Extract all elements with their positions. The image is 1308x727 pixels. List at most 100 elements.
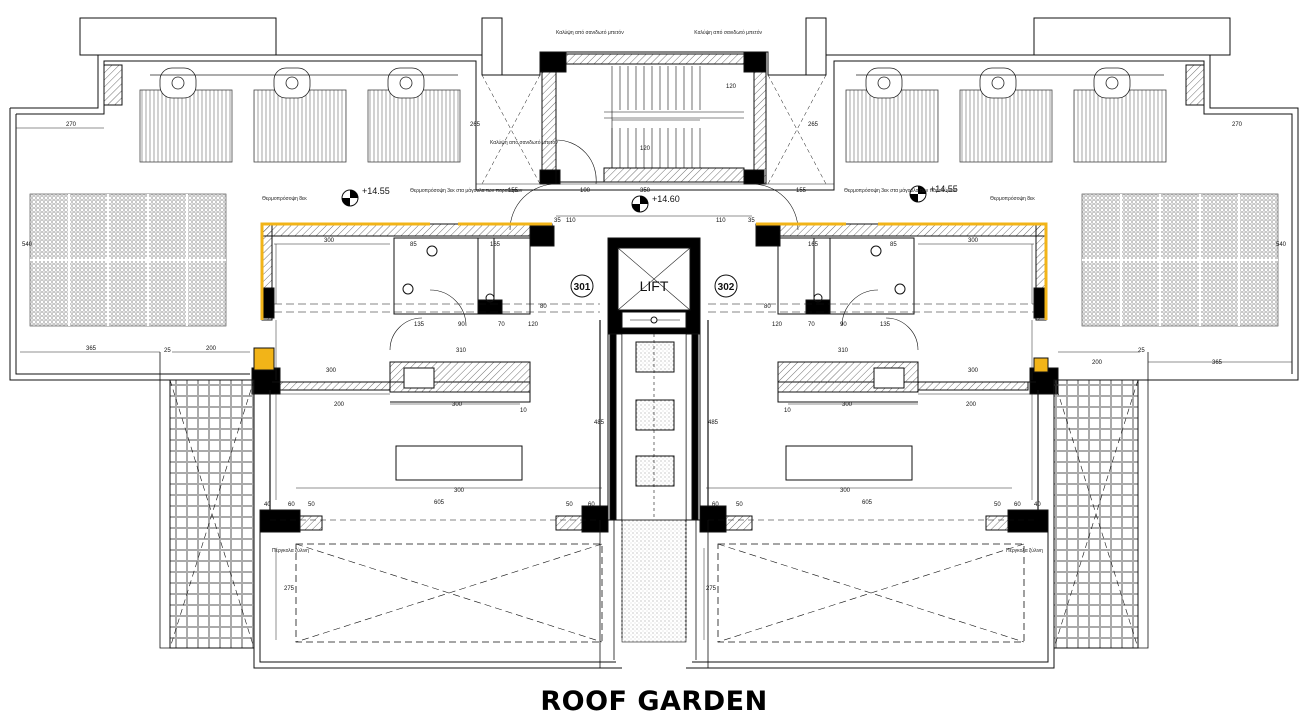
note-pergola-right: Πέργκολα ξύλινη xyxy=(1006,547,1043,554)
note-insulation-left: Θερμοπρόσοψη 8εκ xyxy=(262,195,307,202)
dim-label: 50 xyxy=(994,502,1001,508)
dim-label: 85 xyxy=(890,242,897,248)
dim-label: 275 xyxy=(706,586,717,592)
dim-label: 300 xyxy=(326,368,337,374)
dim-label: 300 xyxy=(968,238,979,244)
floor-plan: +14.55 +14.60 +14.55 301 302 LIFT Καλύψη… xyxy=(9,17,1299,669)
dim-label: 300 xyxy=(842,402,853,408)
pv-panels xyxy=(29,193,1279,327)
dim-label: 300 xyxy=(324,238,335,244)
dim-label: 100 xyxy=(580,188,591,194)
dim-label: 10 xyxy=(520,408,527,414)
note-pergola-left: Πέργκολα ξύλινη xyxy=(272,547,309,554)
solar-collectors-left xyxy=(139,89,1167,163)
dim-label: 300 xyxy=(840,488,851,494)
corner-box xyxy=(1185,64,1205,106)
room-301-tag: 301 xyxy=(570,274,594,298)
dim-label: 135 xyxy=(880,322,891,328)
dim-label: 35 xyxy=(748,218,755,224)
dim-label: 90 xyxy=(840,322,847,328)
dim-label: 50 xyxy=(308,502,315,508)
note-insulation-right: Θερμοπρόσοψη 8εκ xyxy=(990,195,1035,202)
staircase xyxy=(481,51,827,231)
dim-label: 300 xyxy=(452,402,463,408)
lower-terraces xyxy=(159,347,1149,669)
elevation-left-label: +14.55 xyxy=(362,186,390,196)
dim-label: 365 xyxy=(1212,360,1223,366)
room-301-label: 301 xyxy=(574,282,591,293)
dim-label: 165 xyxy=(490,242,501,248)
dim-label: 35 xyxy=(554,218,561,224)
note-insulation-mid-left: Θερμοπρόσοψη 3εκ στα μάγουλα των παραθύρ… xyxy=(410,187,523,194)
dimension-lines xyxy=(16,127,1292,640)
dim-label: 60 xyxy=(588,502,595,508)
dim-label: 85 xyxy=(410,242,417,248)
central-shaft xyxy=(599,333,709,668)
dim-label: 485 xyxy=(708,420,719,426)
dim-label: 200 xyxy=(1092,360,1103,366)
dim-label: 310 xyxy=(838,348,849,354)
corner-box xyxy=(103,64,123,106)
elevation-marker-center: +14.60 xyxy=(631,194,680,213)
dim-label: 155 xyxy=(508,188,519,194)
dim-label: 270 xyxy=(66,122,77,128)
dim-label: 80 xyxy=(764,304,771,310)
dim-label: 300 xyxy=(968,368,979,374)
dim-label: 60 xyxy=(288,502,295,508)
dim-label: 200 xyxy=(966,402,977,408)
elevation-center-label: +14.60 xyxy=(652,194,680,204)
dim-label: 485 xyxy=(594,420,605,426)
dim-label: 110 xyxy=(716,218,726,224)
elevation-marker-left: +14.55 xyxy=(341,186,390,207)
room-302-tag: 302 xyxy=(714,274,738,298)
dim-label: 310 xyxy=(456,348,467,354)
dim-label: 110 xyxy=(566,218,576,224)
elevation-right-label: +14.55 xyxy=(930,184,958,194)
dim-label: 120 xyxy=(640,146,651,152)
note-staircase-right: Καλύψη από σανιδωτό μπετόν xyxy=(694,29,762,36)
dim-label: 540 xyxy=(1276,242,1287,248)
note-staircase-left: Καλύψη από σανιδωτό μπετόν xyxy=(556,29,624,36)
apartment-301 xyxy=(251,222,609,533)
dim-label: 40 xyxy=(1034,502,1041,508)
lift-core xyxy=(607,237,701,335)
dim-label: 275 xyxy=(284,586,295,592)
dim-label: 200 xyxy=(206,346,217,352)
dim-label: 70 xyxy=(808,322,815,328)
dim-label: 25 xyxy=(164,348,171,354)
dim-label: 300 xyxy=(454,488,465,494)
note-staircase-inner: Καλύψη από σανιδωτό μπετόν xyxy=(490,139,558,146)
dim-label: 40 xyxy=(264,502,271,508)
dim-label: 120 xyxy=(726,84,737,90)
dim-label: 265 xyxy=(470,122,481,128)
dim-label: 155 xyxy=(796,188,807,194)
dim-label: 90 xyxy=(458,322,465,328)
lift-label: LIFT xyxy=(640,278,669,294)
dim-label: 165 xyxy=(808,242,819,248)
dim-label: 120 xyxy=(772,322,783,328)
dimension-labels: 270 270 265 265 540 540 365 200 200 365 … xyxy=(22,84,1287,592)
dim-label: 540 xyxy=(22,242,33,248)
dim-label: 120 xyxy=(528,322,539,328)
dim-label: 10 xyxy=(784,408,791,414)
drawing-title: ROOF GARDEN xyxy=(540,686,768,717)
dim-label: 200 xyxy=(334,402,345,408)
elevation-marker-right: +14.55 xyxy=(909,184,958,203)
water-tanks xyxy=(150,67,1164,99)
dim-label: 80 xyxy=(540,304,547,310)
dim-label: 25 xyxy=(1138,348,1145,354)
room-302-label: 302 xyxy=(718,282,735,293)
dim-label: 135 xyxy=(414,322,425,328)
dim-label: 60 xyxy=(1014,502,1021,508)
note-insulation-mid-right: Θερμοπρόσοψη 3εκ στα μάγουλα των παραθύρ… xyxy=(844,187,957,194)
dim-label: 70 xyxy=(498,322,505,328)
dim-label: 60 xyxy=(712,502,719,508)
dim-label: 50 xyxy=(736,502,743,508)
dim-label: 265 xyxy=(808,122,819,128)
dim-label: 270 xyxy=(1232,122,1243,128)
dim-label: 50 xyxy=(566,502,573,508)
dim-label: 365 xyxy=(86,346,97,352)
dim-label: 605 xyxy=(434,500,445,506)
dim-label: 350 xyxy=(640,188,651,194)
dim-label: 605 xyxy=(862,500,873,506)
